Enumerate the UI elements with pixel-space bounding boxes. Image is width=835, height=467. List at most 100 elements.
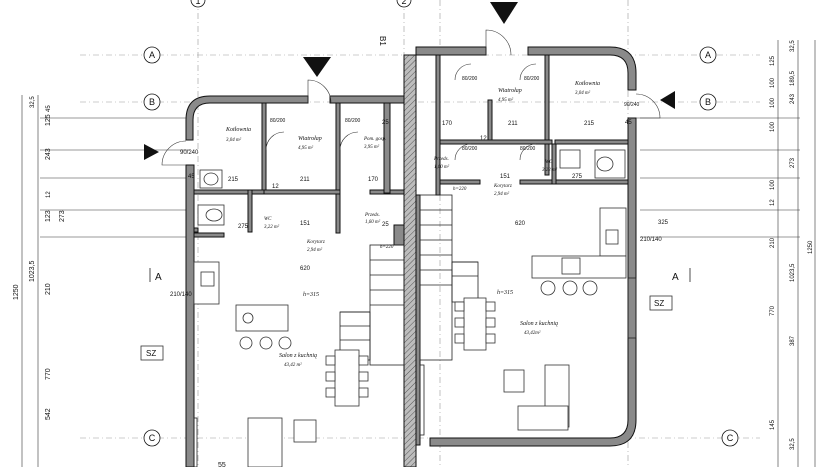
svg-text:25: 25	[382, 120, 389, 126]
svg-text:211: 211	[300, 177, 310, 183]
svg-text:h=315: h=315	[303, 292, 319, 298]
svg-text:80/200: 80/200	[270, 118, 286, 124]
axis-bubble-col-2: 2	[396, 0, 412, 8]
svg-text:1250: 1250	[13, 284, 20, 300]
entrance-marker-icon	[660, 91, 675, 109]
svg-text:Wiatrołap: Wiatrołap	[498, 88, 522, 94]
left-room-labels: Kotłownia 3,04 m² Wiatrołap 4,95 m² Pom.…	[225, 127, 394, 368]
axis-bubble-row-c-right: C	[721, 429, 739, 447]
svg-text:2,94 m²: 2,94 m²	[494, 191, 510, 197]
svg-text:4,95 m²: 4,95 m²	[298, 145, 314, 151]
svg-text:h=220: h=220	[380, 245, 394, 250]
svg-text:A: A	[705, 50, 711, 60]
svg-text:2,94 m²: 2,94 m²	[307, 247, 323, 253]
svg-text:45: 45	[188, 174, 195, 180]
svg-text:387: 387	[790, 335, 796, 346]
left-dimension-chain: 1250 1023,5 770 542 210 123 273 243 125 …	[13, 95, 66, 467]
svg-text:h=315: h=315	[497, 290, 513, 296]
svg-text:100: 100	[770, 97, 776, 108]
entrance-marker-icon	[490, 2, 518, 24]
svg-text:SZ: SZ	[654, 299, 664, 308]
sz-tag-left: SZ	[140, 345, 164, 361]
svg-text:123: 123	[45, 210, 52, 222]
svg-text:80/200: 80/200	[520, 146, 536, 152]
svg-text:80/200: 80/200	[462, 146, 478, 152]
svg-text:3,22 m²: 3,22 m²	[542, 167, 558, 173]
svg-text:45: 45	[46, 105, 52, 112]
svg-text:80/200: 80/200	[524, 76, 540, 82]
svg-text:43,42m²: 43,42m²	[524, 330, 541, 336]
svg-text:170: 170	[442, 121, 453, 127]
svg-text:80/200: 80/200	[462, 76, 478, 82]
svg-text:Kotłownia: Kotłownia	[225, 127, 251, 133]
axis-bubble-row-c-left: C	[143, 429, 161, 447]
axis-bubble-row-a-right: A	[699, 46, 717, 64]
svg-text:Przeds.: Przeds.	[433, 157, 449, 162]
svg-text:32,5: 32,5	[30, 96, 36, 108]
svg-text:210/140: 210/140	[170, 292, 192, 298]
svg-text:43,42 m²: 43,42 m²	[284, 362, 302, 368]
svg-text:1023,5: 1023,5	[790, 263, 796, 282]
svg-text:145: 145	[770, 419, 776, 430]
axis-bubble-row-b-left: B	[143, 93, 161, 111]
svg-text:125: 125	[45, 114, 52, 126]
svg-text:189,5: 189,5	[790, 70, 796, 86]
section-marker-right: A	[672, 268, 691, 283]
right-dimension-chain: 125 32,5 100 189,5 100 243 100 273 100 1…	[770, 40, 816, 467]
svg-text:Korytarz: Korytarz	[493, 184, 512, 189]
svg-text:100: 100	[770, 179, 776, 190]
svg-text:WC: WC	[264, 217, 272, 222]
svg-text:170: 170	[368, 177, 379, 183]
svg-text:45: 45	[625, 120, 632, 126]
svg-text:3,22 m²: 3,22 m²	[264, 224, 280, 230]
svg-text:770: 770	[45, 368, 52, 380]
svg-text:275: 275	[572, 174, 583, 180]
svg-text:Wiatrołap: Wiatrołap	[298, 136, 322, 142]
svg-text:A: A	[672, 272, 679, 283]
left-dining-table	[334, 349, 360, 407]
svg-text:A: A	[155, 272, 162, 283]
svg-text:C: C	[149, 433, 156, 443]
svg-text:Salon z kuchnią: Salon z kuchnią	[520, 321, 558, 327]
svg-text:3,04 m²: 3,04 m²	[226, 137, 242, 143]
svg-text:125: 125	[770, 55, 776, 66]
svg-text:B: B	[149, 97, 155, 107]
svg-text:151: 151	[300, 221, 311, 227]
svg-text:100: 100	[770, 77, 776, 88]
right-stair	[419, 194, 479, 361]
svg-text:B: B	[705, 97, 711, 107]
svg-text:210/140: 210/140	[640, 237, 662, 243]
right-furniture	[419, 149, 637, 436]
svg-text:C: C	[727, 433, 734, 443]
svg-text:3,95 m²: 3,95 m²	[364, 144, 380, 150]
svg-text:273: 273	[790, 157, 796, 168]
svg-text:4,95 m²: 4,95 m²	[498, 97, 514, 103]
svg-text:211: 211	[508, 121, 518, 127]
svg-text:Pom. gosp.: Pom. gosp.	[363, 137, 386, 142]
svg-text:12: 12	[480, 136, 487, 142]
svg-text:90/240: 90/240	[180, 150, 199, 156]
svg-text:275: 275	[238, 224, 249, 230]
inner-dimensions: 215 211 170 12 151 275 170 211 215 151 2…	[170, 120, 669, 467]
svg-text:1: 1	[195, 0, 200, 6]
svg-text:215: 215	[228, 177, 239, 183]
svg-text:32,5: 32,5	[790, 40, 796, 52]
door-tags: 80/200 80/200 80/200 80/200 80/200 80/20…	[270, 76, 640, 152]
svg-text:1250: 1250	[808, 240, 814, 254]
svg-text:273: 273	[59, 210, 66, 222]
svg-text:620: 620	[300, 266, 311, 272]
svg-text:243: 243	[45, 148, 52, 160]
right-dining-table	[463, 297, 487, 351]
left-stair	[339, 244, 405, 366]
svg-text:210: 210	[45, 283, 52, 295]
svg-text:3,04 m²: 3,04 m²	[575, 90, 591, 96]
svg-text:542: 542	[45, 408, 52, 420]
svg-text:215: 215	[584, 121, 595, 127]
sz-tag-right: SZ	[649, 295, 673, 311]
right-unit-walls	[415, 46, 637, 447]
svg-text:210: 210	[770, 237, 776, 248]
svg-text:h=220: h=220	[453, 187, 467, 192]
svg-text:1,60 m²: 1,60 m²	[365, 219, 381, 225]
svg-text:12: 12	[272, 184, 279, 190]
